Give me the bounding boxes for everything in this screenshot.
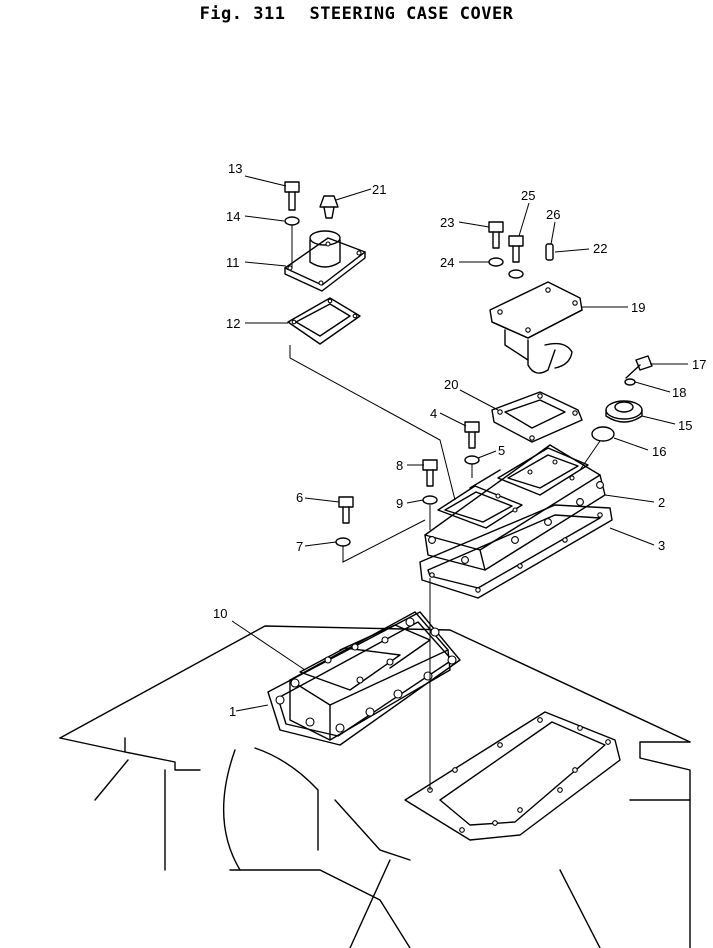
flange-15 xyxy=(605,400,643,423)
callout-19: 19 xyxy=(631,300,645,315)
bolt-13 xyxy=(284,181,300,211)
steering-case-housing xyxy=(59,611,691,948)
callout-17: 17 xyxy=(692,357,706,372)
callout-23: 23 xyxy=(440,215,454,230)
bolt-6 xyxy=(338,496,354,524)
callout-11: 11 xyxy=(226,255,240,270)
gasket-3 xyxy=(419,504,613,599)
callout-7: 7 xyxy=(296,539,303,554)
gasket-12 xyxy=(287,297,361,345)
washer-7 xyxy=(335,537,351,547)
bolt-17 xyxy=(625,355,653,379)
callout-2: 2 xyxy=(658,495,665,510)
elbow-cover-19 xyxy=(489,281,583,374)
callout-15: 15 xyxy=(678,418,692,433)
callout-6: 6 xyxy=(296,490,303,505)
callout-10: 10 xyxy=(213,606,227,621)
pin-22 xyxy=(545,243,554,261)
callout-3: 3 xyxy=(658,538,665,553)
figure-number: Fig. 311 xyxy=(199,4,286,24)
callout-22: 22 xyxy=(593,241,607,256)
top-cover-11 xyxy=(284,230,366,292)
callout-9: 9 xyxy=(396,496,403,511)
assembly-lines xyxy=(289,225,601,790)
bolt-8 xyxy=(422,459,438,487)
washer-9 xyxy=(422,495,438,505)
callout-18: 18 xyxy=(672,385,686,400)
callout-24: 24 xyxy=(440,255,454,270)
callout-numbers: 1 2 3 4 5 6 7 8 9 10 11 12 13 14 15 16 1… xyxy=(213,161,706,719)
lower-cover-10 xyxy=(275,611,457,741)
case-cover-2 xyxy=(424,444,606,571)
figure-title: STEERING CASE COVER xyxy=(309,4,514,24)
callout-5: 5 xyxy=(498,443,505,458)
washer-18 xyxy=(624,378,636,386)
figure-caption: Fig. 311 STEERING CASE COVER xyxy=(0,4,713,24)
washer-26 xyxy=(508,269,524,279)
leader-lines xyxy=(231,175,688,712)
callout-20: 20 xyxy=(444,377,458,392)
bolt-4 xyxy=(464,421,480,449)
washer-5 xyxy=(464,455,480,465)
callout-14: 14 xyxy=(226,209,240,224)
callout-13: 13 xyxy=(228,161,242,176)
callout-25: 25 xyxy=(521,188,535,203)
washer-14 xyxy=(284,216,300,226)
washer-24 xyxy=(488,257,504,267)
callout-26: 26 xyxy=(546,207,560,222)
callout-1: 1 xyxy=(229,704,236,719)
o-ring-16 xyxy=(591,426,615,442)
callout-8: 8 xyxy=(396,458,403,473)
callout-12: 12 xyxy=(226,316,240,331)
callout-21: 21 xyxy=(372,182,386,197)
callout-16: 16 xyxy=(652,444,666,459)
bolt-23 xyxy=(488,221,504,249)
plug-21 xyxy=(319,195,339,219)
bolt-25 xyxy=(508,235,524,263)
gasket-20 xyxy=(491,391,583,443)
callout-4: 4 xyxy=(430,406,437,421)
